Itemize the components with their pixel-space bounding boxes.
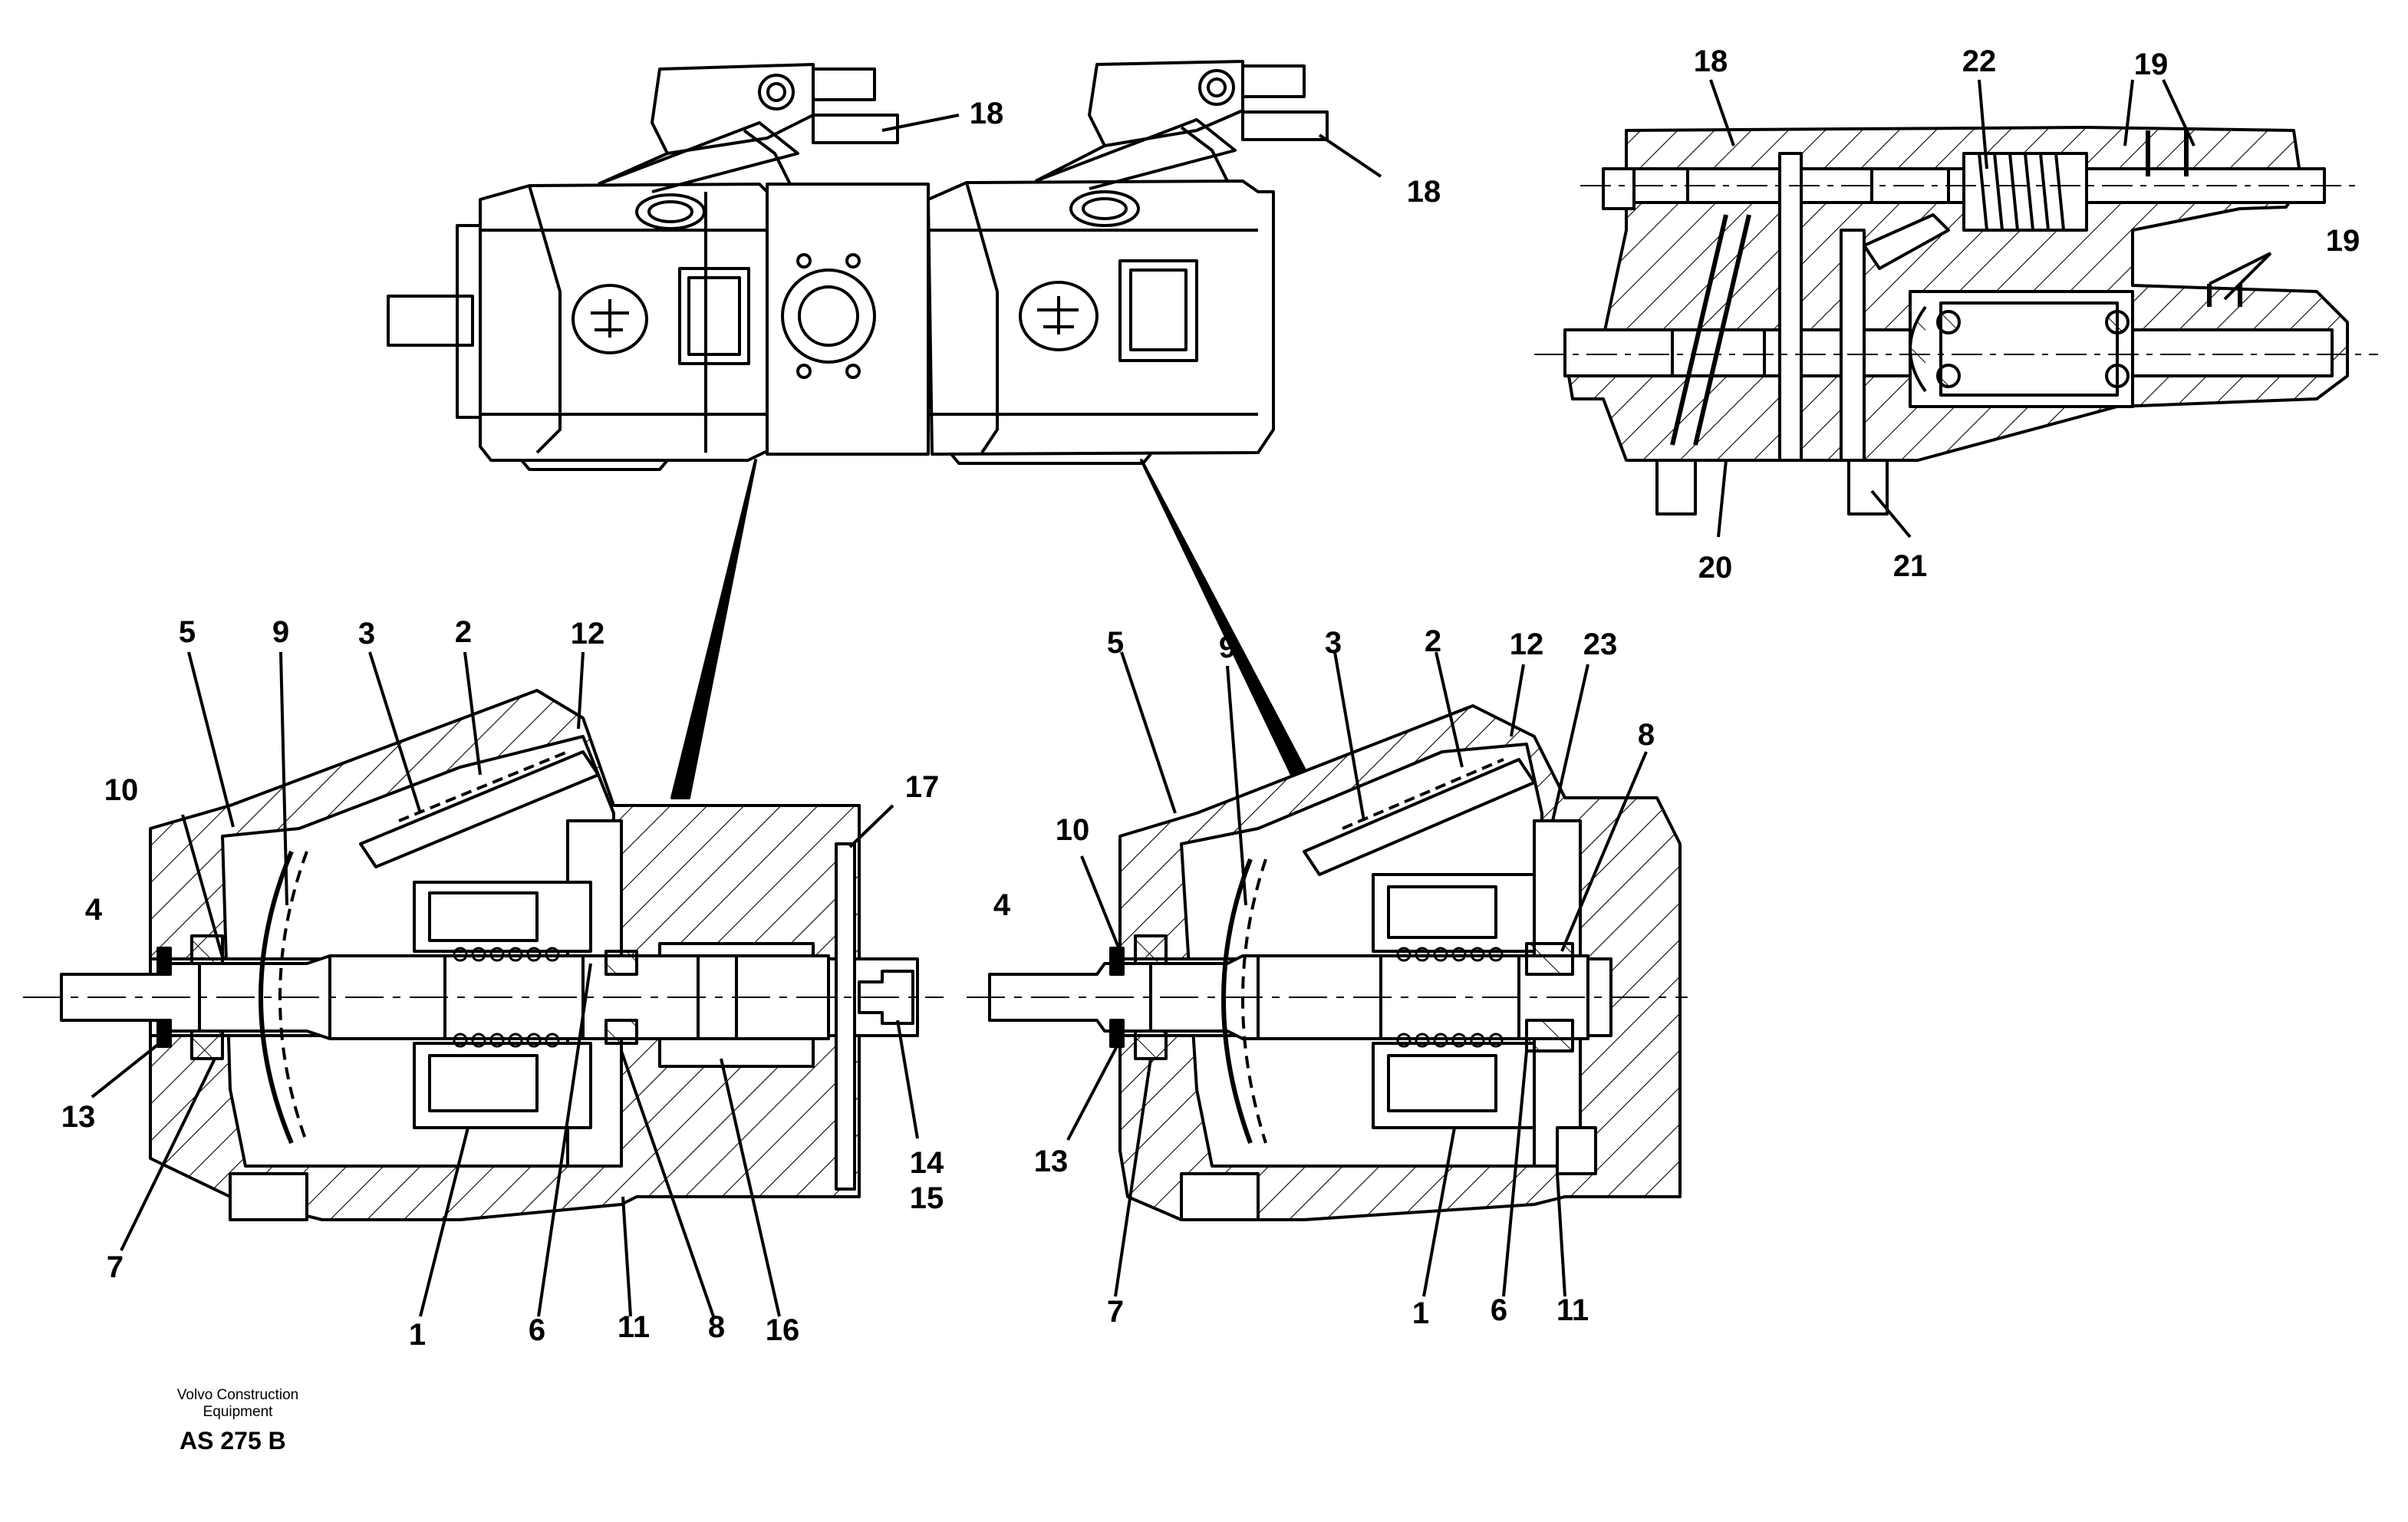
callout-10-left: 10 xyxy=(104,773,139,807)
callout-8-right: 8 xyxy=(1637,718,1655,752)
callout-6-left: 6 xyxy=(528,1313,546,1347)
callout-13-left: 13 xyxy=(61,1100,96,1134)
callout-15-left: 15 xyxy=(909,1181,944,1215)
callout-12-left: 12 xyxy=(570,617,605,651)
callout-2-right: 2 xyxy=(1424,624,1442,658)
callout-16-left: 16 xyxy=(765,1313,800,1347)
callout-11-left: 11 xyxy=(617,1310,651,1344)
tandem-pump-exterior-view xyxy=(387,60,1329,471)
callout-12-right: 12 xyxy=(1509,628,1544,661)
callout-5-right: 5 xyxy=(1106,626,1125,660)
callout-1-left: 1 xyxy=(408,1318,427,1352)
callout-10-right: 10 xyxy=(1055,813,1090,847)
drawing-code: AS 275 B xyxy=(180,1427,286,1454)
callout-2-left: 2 xyxy=(454,615,473,649)
callout-9-left: 9 xyxy=(272,615,290,649)
callout-4-left: 4 xyxy=(84,893,103,927)
callout-3-left: 3 xyxy=(357,617,376,651)
callout-6-right: 6 xyxy=(1490,1293,1508,1327)
callout-21: 21 xyxy=(1892,549,1928,583)
pump-1-section xyxy=(23,689,944,1221)
callout-22: 22 xyxy=(1962,44,1997,78)
callout-19-top: 19 xyxy=(2133,48,2169,81)
callout-19-side: 19 xyxy=(2325,224,2360,258)
callout-18-pump2: 18 xyxy=(1406,175,1441,209)
callout-14-left: 14 xyxy=(909,1146,944,1180)
callout-1-right: 1 xyxy=(1412,1296,1430,1330)
company-line-1: Volvo Construction xyxy=(176,1387,299,1403)
callout-18-valve: 18 xyxy=(1693,44,1728,78)
callout-11-right: 11 xyxy=(1556,1293,1589,1327)
callout-20: 20 xyxy=(1698,551,1733,585)
control-valve-section xyxy=(1534,126,2378,516)
pump-2-section xyxy=(967,704,1688,1221)
callout-23-right: 23 xyxy=(1583,628,1618,661)
company-name: Volvo Construction Equipment xyxy=(169,1387,307,1421)
callout-5-left: 5 xyxy=(178,615,196,649)
company-line-2: Equipment xyxy=(203,1404,273,1420)
callout-9-right: 9 xyxy=(1218,631,1237,664)
callout-7-left: 7 xyxy=(106,1250,124,1284)
callout-18-pump1: 18 xyxy=(969,97,1004,130)
callout-4-right: 4 xyxy=(993,888,1011,922)
callout-3-right: 3 xyxy=(1324,626,1342,660)
callout-8-left: 8 xyxy=(707,1310,726,1344)
callout-7-right: 7 xyxy=(1106,1295,1125,1329)
callout-13-right: 13 xyxy=(1033,1145,1069,1178)
callout-17-left: 17 xyxy=(904,770,940,804)
